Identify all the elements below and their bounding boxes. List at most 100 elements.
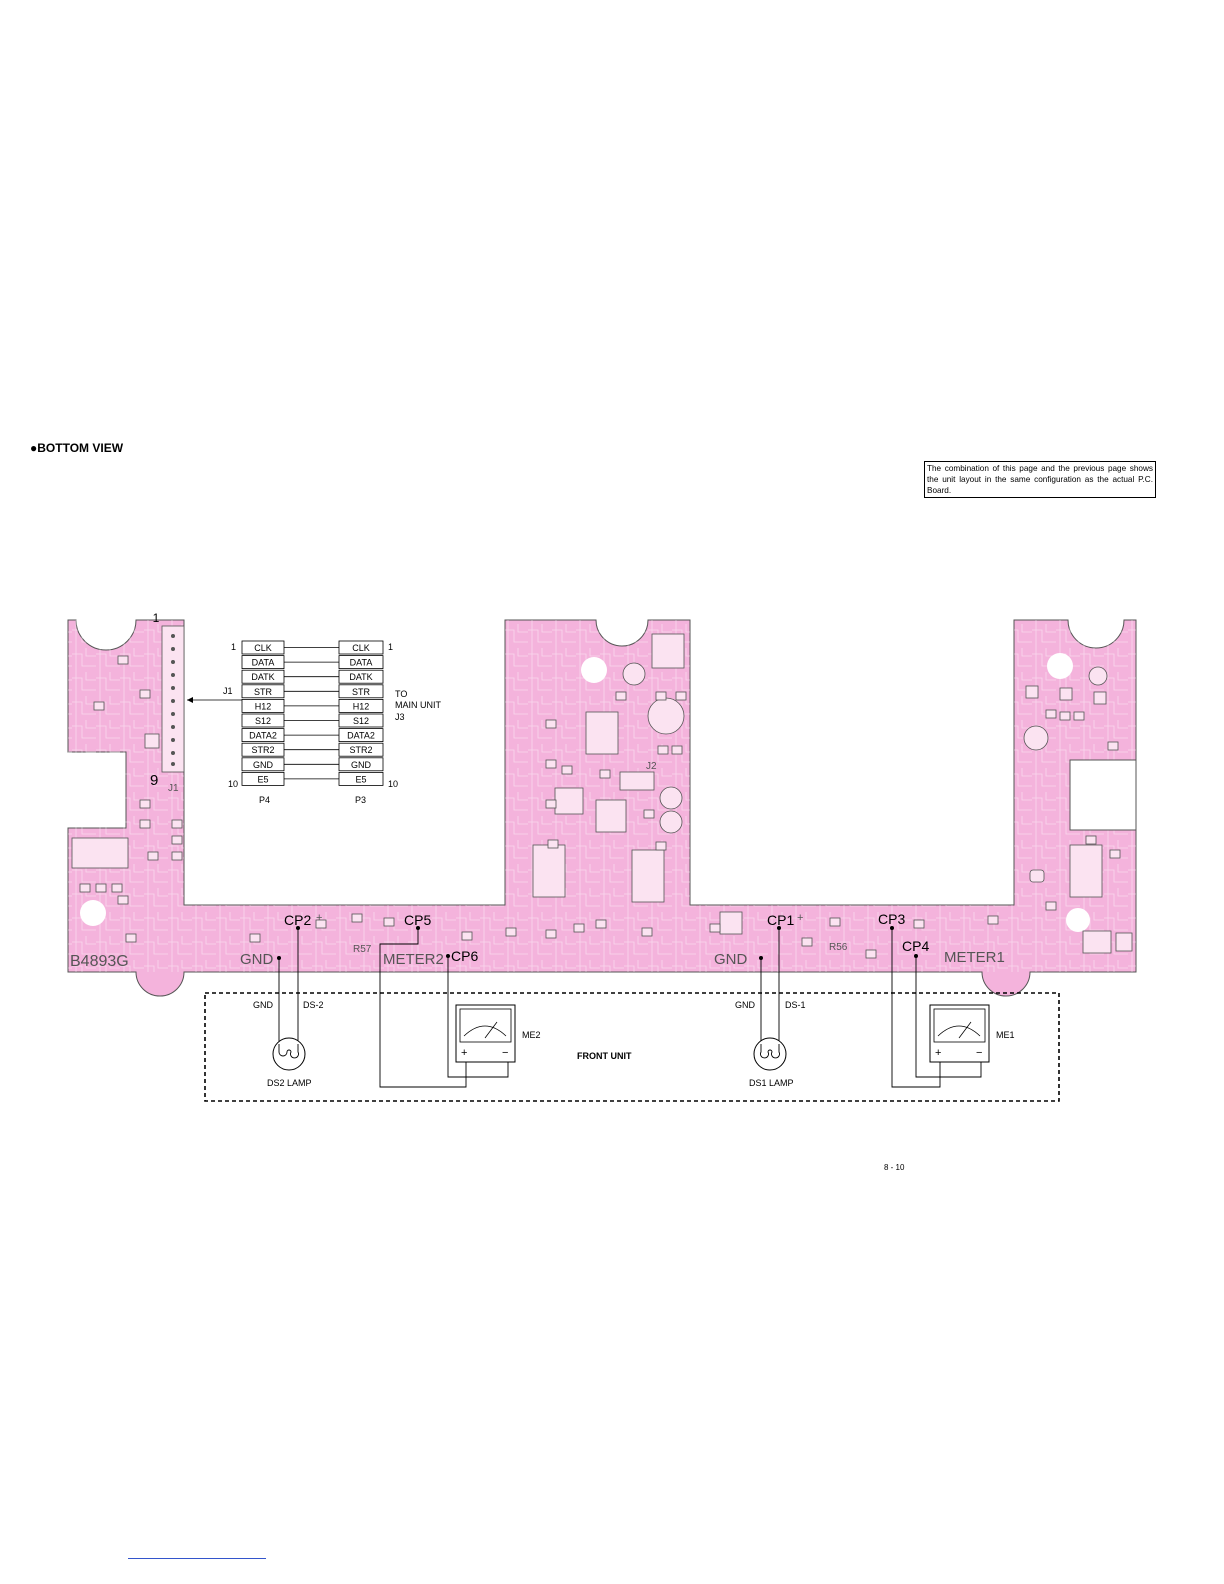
me2-meter: + − ME2 [455,1004,541,1063]
ic-center-right [631,849,665,903]
p4-pin-label: DATK [251,672,274,682]
smd-pad [913,919,925,929]
led-pad [1029,869,1045,883]
board-meter1-label: METER1 [944,949,1005,966]
smd-pad [573,923,585,933]
smd-pad [171,851,183,861]
smd-pad [801,937,813,947]
cp3-label: CP3 [878,911,905,927]
smd-pad [1025,685,1039,699]
smd-pad [545,759,557,769]
smd-pad [547,839,559,849]
smd-pad [545,929,557,939]
dest-line-1: TO [395,689,407,699]
board-meter2-label: METER2 [383,951,444,968]
smd-pad [1107,741,1119,751]
ds2-lamp-label: DS2 LAMP [267,1078,312,1088]
me2-minus: − [502,1047,508,1059]
j1-pin [171,712,175,716]
smd-pad [865,949,877,959]
p4-pin-label: DATA [252,658,275,668]
front-unit: FRONT UNIT GND DS-2 DS2 LAMP GND DS-1 DS… [204,992,1060,1102]
meter-face [459,1008,512,1043]
dest-line-2: MAIN UNIT [395,700,442,710]
smd-pad [671,745,683,755]
ic-small [554,787,584,815]
bullet-icon: ● [30,441,38,455]
electrolytic-cap [659,786,683,810]
mounting-hole [581,657,607,683]
smd-pad [1093,691,1107,705]
regulator [651,633,685,669]
me1-label: ME1 [996,1030,1015,1040]
mounting-hole [1066,908,1090,932]
p4-pin-label: STR [254,687,273,697]
p3-pin-label: S12 [353,716,369,726]
j1-pin [171,738,175,742]
connector-harness: J1 1 10 1 10 P4 P3 TO MAIN UNIT J3 CLKDA… [187,640,442,805]
p3-pin-label: GND [351,760,372,770]
wiring [278,928,982,1088]
p4-pin-label: STR2 [251,745,274,755]
ic-right [1069,844,1103,898]
left-first-num: 1 [231,642,236,652]
smd-pad [315,919,327,929]
board-r56-label: R56 [829,942,848,953]
p3-pin-label: DATA2 [347,731,375,741]
smd-pad [144,733,160,749]
smd-pad [351,913,363,923]
ds2-label: DS-2 [303,1000,324,1010]
smd-pad [249,933,261,943]
smd-pad [147,851,159,861]
j1-label: J1 [223,686,233,696]
smd-pad [139,689,151,699]
smd-pad [545,719,557,729]
right-last-num: 10 [388,779,398,789]
smd-pad [561,765,573,775]
cp5-label: CP5 [404,912,431,928]
board-part-number: B4893G [70,953,129,970]
p4-pin-label: H12 [255,701,272,711]
p4-pin-label: DATA2 [249,731,277,741]
smd-pad [139,819,151,829]
p4-pin-label: GND [253,760,274,770]
board-plus-left: + [316,912,322,924]
smd-pad [719,911,743,935]
smd-pad [599,769,611,779]
ic-center-left [532,844,566,898]
smd-pad [675,691,687,701]
me1-minus: − [976,1047,982,1059]
ds2-gnd-label: GND [253,1000,274,1010]
j1-pin [171,660,175,664]
cp6-label: CP6 [451,948,478,964]
front-unit-title: FRONT UNIT [577,1051,632,1061]
smd-pad [171,819,183,829]
connection-points: CP2 CP5 CP6 CP1 CP3 CP4 [277,911,929,964]
cp1-label: CP1 [767,912,794,928]
j1-pin [171,762,175,766]
mounting-hole [80,900,106,926]
j1-pin [171,647,175,651]
front-unit-border [204,992,1060,1102]
j1-header-label: J1 [168,783,179,794]
ic-center-top [585,711,619,755]
filament-icon [760,1044,780,1059]
components [71,625,1133,959]
smd-pad [1059,711,1071,721]
smd-pad [1045,901,1057,911]
p4-pin-label: CLK [254,643,272,653]
j1-pin [171,751,175,755]
section-title: ●BOTTOM VIEW [30,441,123,455]
p3-pin-label: DATA [350,658,373,668]
board-plus-right: + [797,912,803,924]
wire [891,928,941,1088]
j1-pin [171,699,175,703]
board-j2-label: J2 [646,761,657,772]
smd-pad [641,927,653,937]
layout-note: The combination of this page and the pre… [924,461,1156,498]
ds1-gnd-label: GND [735,1000,756,1010]
wire [447,956,509,1078]
smd-pad [987,915,999,925]
cp4-label: CP4 [902,938,929,954]
